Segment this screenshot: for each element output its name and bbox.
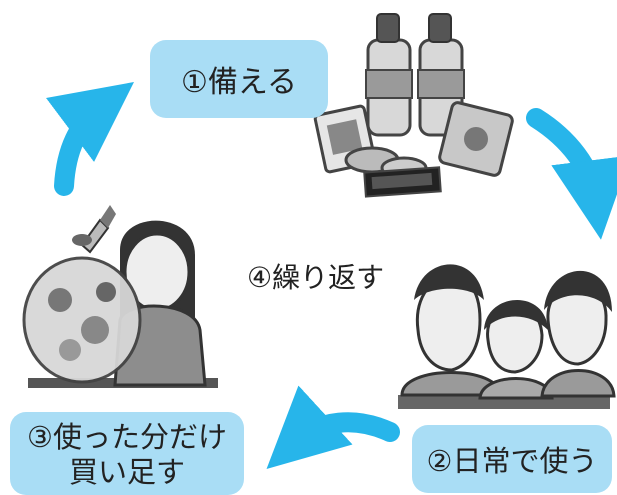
arrow-to-prepare-icon (45, 81, 134, 196)
step-prepare-label: ①備える (181, 65, 297, 100)
woman-with-vegetables-icon (22, 205, 218, 388)
step-daily-use-label: ②日常で使う (426, 444, 598, 478)
step-restock-label-line2: 買い足す (68, 454, 185, 489)
arrow-to-refill-icon (266, 385, 400, 470)
step-restock-label-line1: ③使った分だけ (27, 420, 227, 455)
family-eating-icon (398, 264, 616, 409)
step-restock-box: ③使った分だけ 買い足す (10, 412, 244, 495)
arrow-to-use-icon (526, 108, 617, 240)
stockpile-supplies-icon (313, 13, 514, 198)
step-daily-use-box: ②日常で使う (412, 425, 612, 493)
step-prepare-box: ①備える (150, 40, 328, 118)
repeat-label: ④繰り返す (247, 261, 385, 294)
